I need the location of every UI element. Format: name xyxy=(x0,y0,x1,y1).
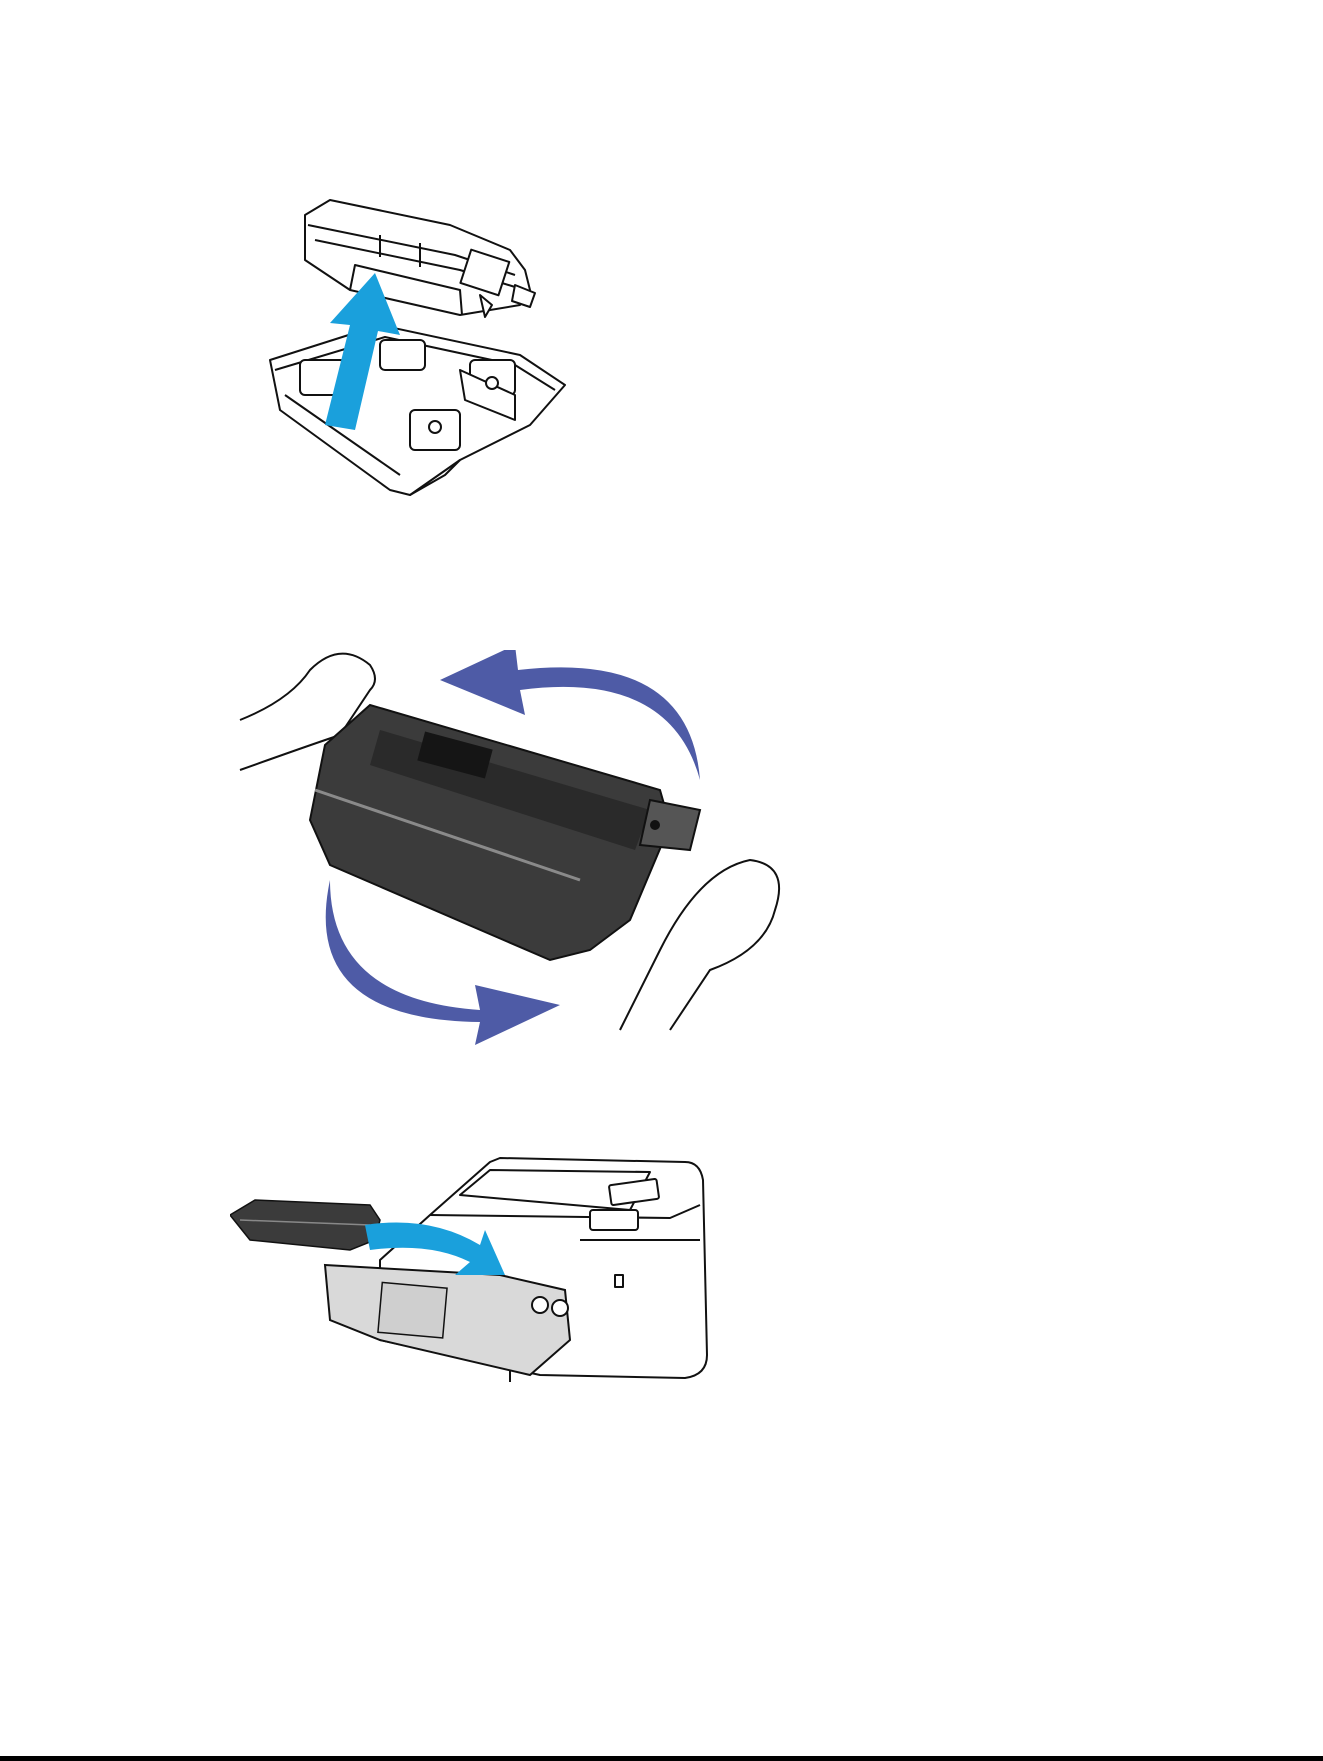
toner-cartridge-dark xyxy=(310,705,700,960)
insert-toner-cartridge-illustration xyxy=(230,1150,790,1450)
unpack-toner-cartridge-svg xyxy=(230,195,610,575)
insert-toner-cartridge-svg xyxy=(230,1150,790,1450)
unpack-toner-cartridge-illustration xyxy=(230,195,610,575)
toner-cartridge-small xyxy=(230,1200,380,1250)
packaging-tray-outline xyxy=(270,325,565,495)
shake-toner-cartridge-svg xyxy=(230,650,790,1070)
page-bottom-rule xyxy=(0,1756,1323,1761)
shake-toner-cartridge-illustration xyxy=(230,650,790,1070)
toner-cartridge-outline xyxy=(305,200,535,317)
